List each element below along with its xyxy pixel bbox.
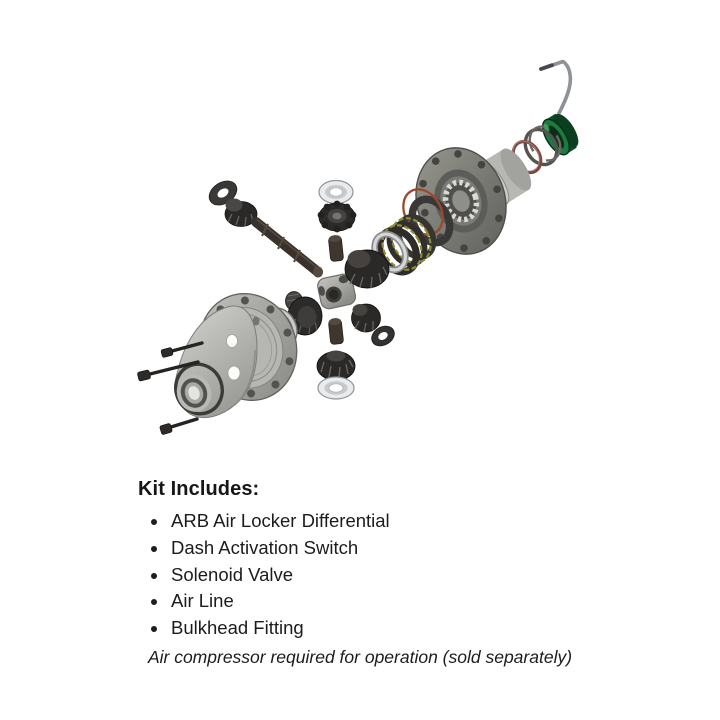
air-tube-tip — [539, 63, 554, 71]
case-flange-hole — [247, 389, 256, 398]
thrust-washer-light-top — [318, 179, 354, 205]
exploded-diagram — [137, 59, 579, 435]
flange-hole — [495, 214, 503, 223]
case-bolt — [160, 341, 204, 358]
case-flange-hole — [285, 357, 294, 366]
case-flange-hole — [271, 380, 280, 389]
thrust-washer-dark-r — [371, 325, 395, 347]
case-window — [227, 365, 241, 381]
flange-hole — [460, 244, 468, 252]
case-window — [226, 334, 238, 348]
snap-ring-coil — [523, 125, 562, 167]
case-bolt — [137, 360, 200, 382]
bevel-gear-large — [344, 249, 390, 289]
wave-spring — [390, 217, 432, 264]
cross-shaft — [251, 217, 323, 278]
case-flange-hole — [266, 305, 275, 314]
coil-loop-2 — [528, 125, 562, 162]
bearing-back — [500, 148, 532, 191]
kit-item-bulkhead: Bulkhead Fitting — [169, 615, 390, 642]
differential-case — [174, 293, 298, 419]
kit-item-solenoid: Solenoid Valve — [169, 562, 390, 589]
kit-item-airline: Air Line — [169, 588, 390, 615]
flange-hole — [421, 208, 429, 217]
kit-item-switch: Dash Activation Switch — [169, 535, 390, 562]
center-block — [317, 273, 357, 310]
wave-spring — [381, 224, 423, 271]
kit-list: ARB Air Locker Differential Dash Activat… — [138, 508, 390, 642]
thrust-washer-light-bottom — [317, 376, 355, 400]
flange-hole — [419, 179, 427, 188]
case-flange-hole — [283, 328, 292, 337]
green-seal-glint — [543, 123, 550, 132]
bearing-shell — [480, 149, 529, 205]
flange-bore — [452, 190, 470, 212]
flange-hole — [431, 157, 440, 165]
green-seal-back — [554, 113, 579, 148]
kit-includes-section: Kit Includes: ARB Air Locker Differentia… — [138, 477, 390, 642]
cross-pin-upper — [328, 235, 344, 262]
spider-gear-top — [317, 200, 357, 233]
compressor-note: Air compressor required for operation (s… — [147, 647, 573, 667]
flange-hole — [482, 237, 491, 245]
case-oil-hole — [252, 316, 260, 326]
case-flange-hole — [240, 296, 249, 305]
case-bolts — [137, 341, 204, 435]
flange-hole — [493, 185, 501, 194]
flange-hole — [454, 150, 462, 158]
bevel-gear-mid — [351, 303, 381, 333]
green-seal-ring — [541, 113, 579, 156]
flange-hole — [477, 160, 486, 169]
kit-heading: Kit Includes: — [138, 478, 260, 500]
bevel-gear-tl — [224, 198, 258, 227]
kit-item-differential: ARB Air Locker Differential — [169, 508, 390, 535]
bevel-gear-bottom — [316, 350, 356, 381]
cross-pin-lower — [328, 318, 344, 345]
case-bolt — [159, 417, 199, 435]
